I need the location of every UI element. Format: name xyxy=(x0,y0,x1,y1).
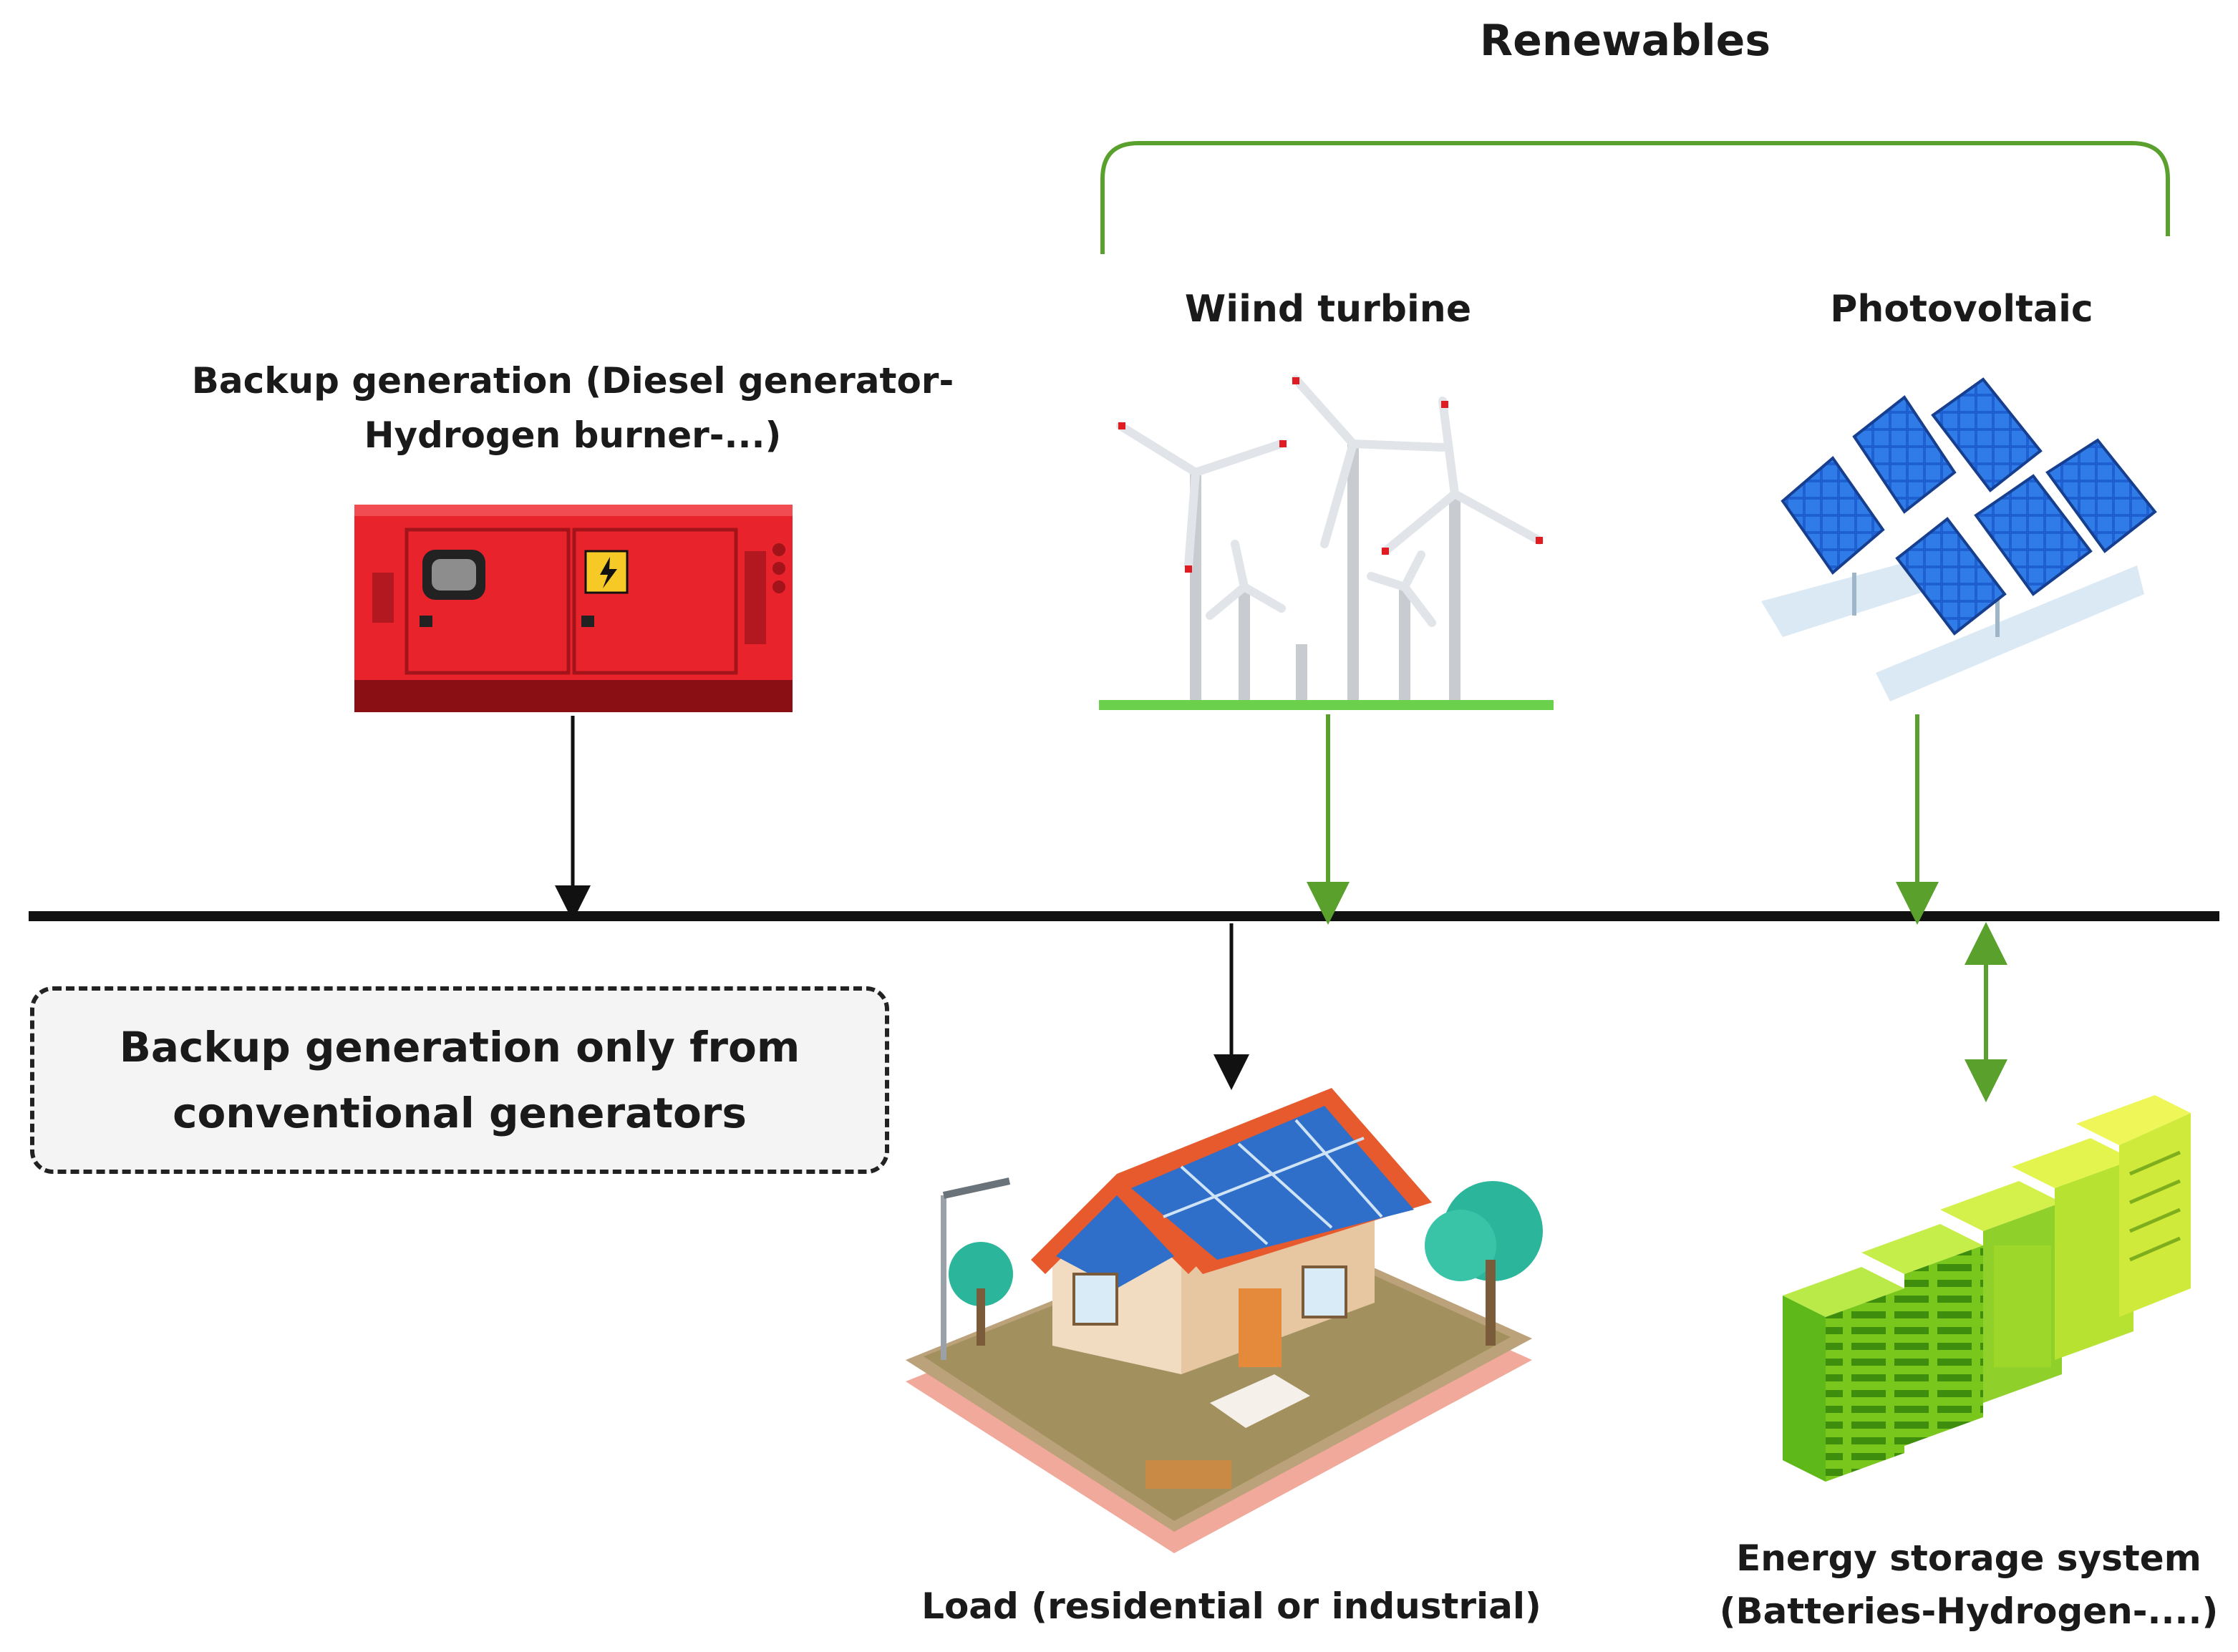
wind-turbine-icon xyxy=(1099,375,1554,710)
renewables-group-label: Renewables xyxy=(1479,16,1771,66)
battery-storage-icon xyxy=(1783,1095,2191,1482)
backup-generation-label-line2: Hydrogen burner-...) xyxy=(364,414,782,456)
photovoltaic-label: Photovoltaic xyxy=(1830,288,2093,331)
solar-panel-icon xyxy=(1761,377,2157,701)
energy-storage-label-line2: (Batteries-Hydrogen-....) xyxy=(1719,1590,2219,1632)
energy-storage-label: Energy storage system (Batteries-Hydroge… xyxy=(1704,1532,2234,1638)
backup-generation-label: Backup generation (Diesel generator- Hyd… xyxy=(165,354,981,462)
renewables-bracket xyxy=(1100,141,2170,254)
backup-generation-label-line1: Backup generation (Diesel generator- xyxy=(191,360,954,402)
load-label: Load (residential or industrial) xyxy=(921,1585,1541,1627)
backup-note-box: Backup generation only from conventional… xyxy=(30,986,889,1174)
house-icon xyxy=(906,1088,1543,1553)
backup-note-line1: Backup generation only from xyxy=(119,1023,800,1072)
energy-storage-label-line1: Energy storage system xyxy=(1736,1537,2201,1579)
backup-note-line2: conventional generators xyxy=(173,1089,747,1137)
wind-turbine-label: Wiind turbine xyxy=(1184,288,1472,331)
diesel-generator-icon xyxy=(354,505,793,712)
